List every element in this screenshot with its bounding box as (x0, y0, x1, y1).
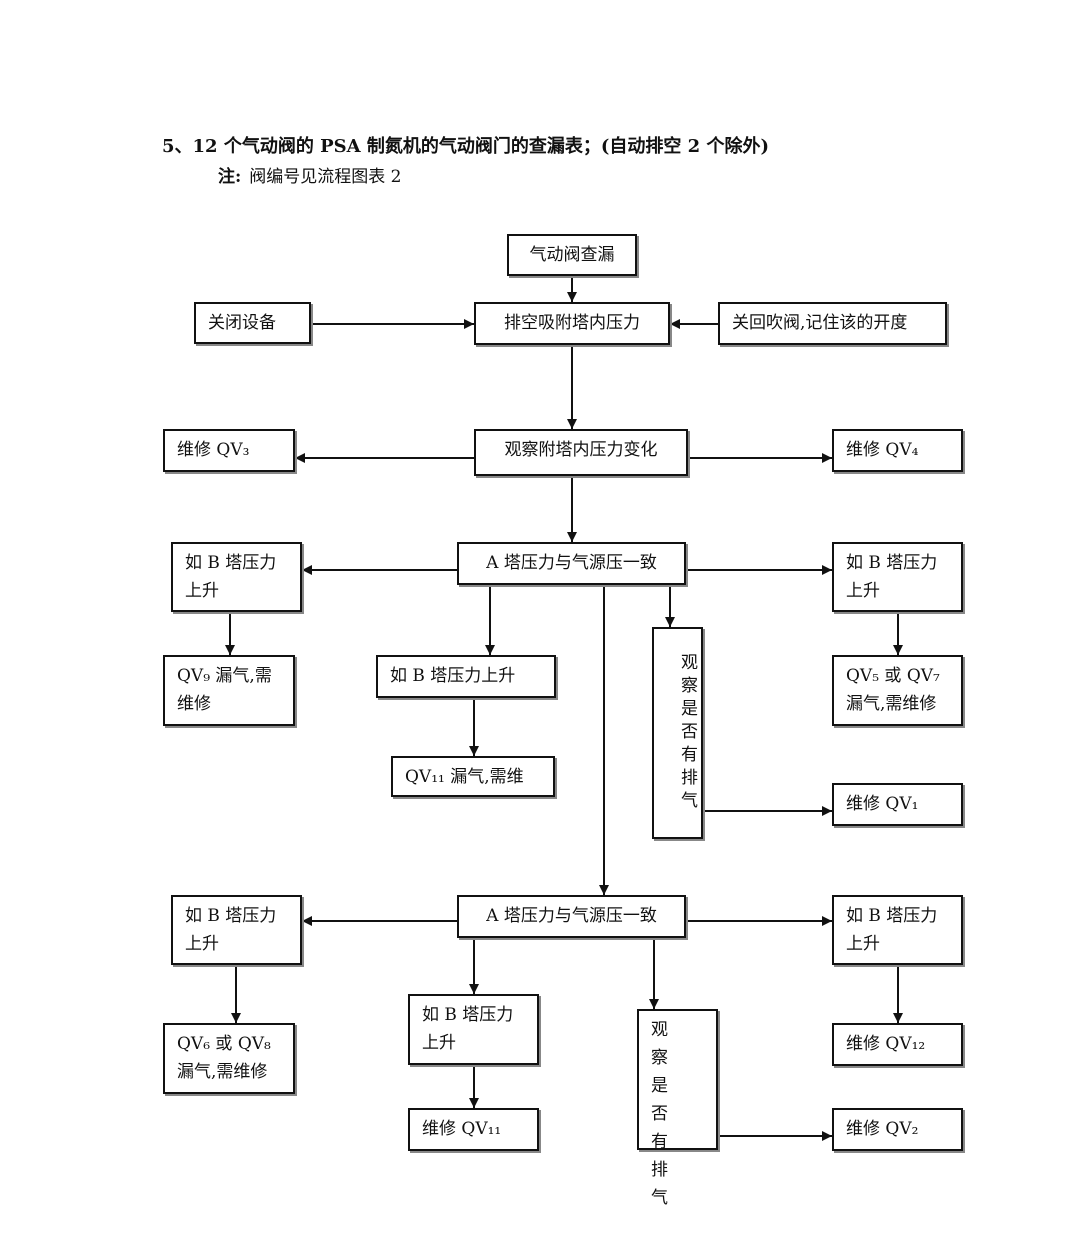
node-repair-qv11: 维修 QV₁₁ (408, 1108, 539, 1151)
note-text: 阀编号见流程图表 2 (249, 167, 402, 187)
node-repair-qv2: 维修 QV₂ (832, 1108, 963, 1151)
node-repair-qv12: 维修 QV₁₂ (832, 1023, 963, 1066)
node-qv9-leak: QV₉ 漏气,需维修 (163, 655, 295, 726)
node-b-rise-left-1: 如 B 塔压力上升 (171, 542, 302, 612)
note-label: 注: (218, 167, 242, 187)
node-a-equal-1: A 塔压力与气源压一致 (457, 542, 686, 585)
node-b-rise-left-2: 如 B 塔压力上升 (171, 895, 302, 965)
node-qv11-leak: QV₁₁ 漏气,需维 (391, 756, 555, 797)
node-a-equal-2: A 塔压力与气源压一致 (457, 895, 686, 938)
node-b-rise-mid-2: 如 B 塔压力上升 (408, 994, 539, 1065)
node-observe-pressure: 观察附塔内压力变化 (474, 429, 688, 476)
node-start: 气动阀查漏 (507, 234, 637, 276)
node-qv6-qv8-leak: QV₆ 或 QV₈ 漏气,需维修 (163, 1023, 295, 1094)
node-repair-qv4: 维修 QV₄ (832, 429, 963, 472)
node-close-blowback: 关回吹阀,记住该的开度 (718, 302, 947, 345)
node-observe-exhaust-2: 观察是否有排气 (637, 1009, 718, 1208)
node-repair-qv1: 维修 QV₁ (832, 783, 963, 826)
page-title: 5、12 个气动阀的 PSA 制氮机的气动阀门的查漏表；(自动排空 2 个除外) (162, 136, 769, 157)
node-qv5-qv7-leak: QV₅ 或 QV₇ 漏气,需维修 (832, 655, 963, 726)
node-observe-exhaust-1: 观察是否有排气 (652, 627, 703, 839)
node-close-equipment: 关闭设备 (194, 302, 311, 344)
node-repair-qv3: 维修 QV₃ (163, 429, 295, 472)
node-b-rise-right-1: 如 B 塔压力上升 (832, 542, 963, 612)
node-b-rise-mid-1: 如 B 塔压力上升 (376, 655, 556, 698)
node-b-rise-right-2: 如 B 塔压力上升 (832, 895, 963, 965)
note-line: 注: 阀编号见流程图表 2 (218, 162, 402, 187)
node-vent-pressure: 排空吸附塔内压力 (474, 302, 670, 345)
